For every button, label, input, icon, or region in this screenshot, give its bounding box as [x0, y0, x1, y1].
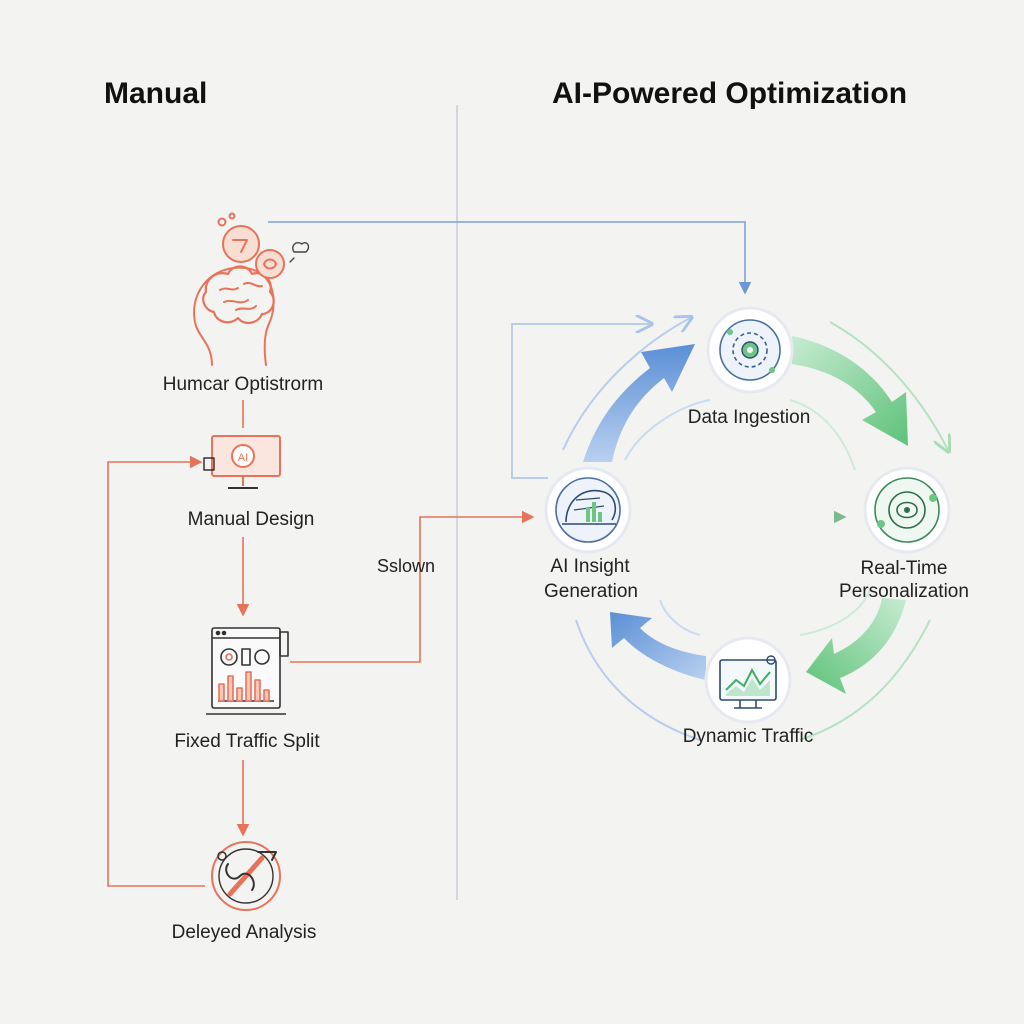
node-left-label-line1: AI Insight	[550, 556, 630, 577]
big-arrow-insight-to-ingestion	[583, 344, 695, 462]
big-arrow-ingestion-to-personalization	[792, 336, 908, 446]
outer-arc-top-right	[829, 321, 948, 450]
dashboard-bars-icon	[206, 627, 289, 715]
manual-heading: Manual	[104, 77, 207, 110]
personalization-icon	[863, 466, 951, 554]
brain-head-icon	[193, 212, 310, 366]
outer-arc-bottom-left	[575, 619, 701, 741]
inner-arc-bottom-right	[799, 589, 871, 636]
inner-arc-top-left	[624, 399, 711, 461]
node-top-label: Data Ingestion	[688, 407, 811, 428]
slow-note: Sslown	[377, 556, 435, 576]
ai-insight-icon	[544, 466, 632, 554]
step2-label: Manual Design	[188, 509, 315, 530]
svg-text:AI: AI	[238, 452, 248, 464]
inner-arc-bottom-left	[659, 599, 701, 636]
brain-to-ingestion-connector	[268, 221, 752, 295]
node-bottom-label: Dynamic Traffic	[683, 726, 814, 747]
data-ingestion-icon	[706, 306, 794, 394]
monitor-ai-icon: AI	[203, 435, 281, 489]
outer-arc-bottom-right	[799, 619, 931, 741]
inner-arc-top-right	[789, 399, 856, 471]
step1-label: Humcar Optistrorm	[163, 374, 323, 395]
step4-label: Deleyed Analysis	[172, 922, 317, 943]
feedback-loop-connector	[107, 455, 205, 887]
traffic-chart-icon	[704, 636, 792, 724]
node-right-label-line2: Personalization	[839, 581, 969, 602]
outer-arc-top-left	[562, 318, 690, 451]
big-arrow-traffic-to-insight	[610, 612, 706, 680]
node-left-label-line2: Generation	[544, 581, 638, 602]
delayed-analysis-icon	[211, 841, 281, 911]
step3-label: Fixed Traffic Split	[174, 731, 320, 752]
node-right-label-line1: Real-Time	[861, 558, 948, 579]
big-arrow-personalization-to-traffic	[806, 598, 906, 694]
slow-handoff-connector	[290, 510, 535, 663]
ai-heading: AI-Powered Optimization	[552, 77, 907, 110]
insight-feedback-connector	[511, 324, 650, 479]
